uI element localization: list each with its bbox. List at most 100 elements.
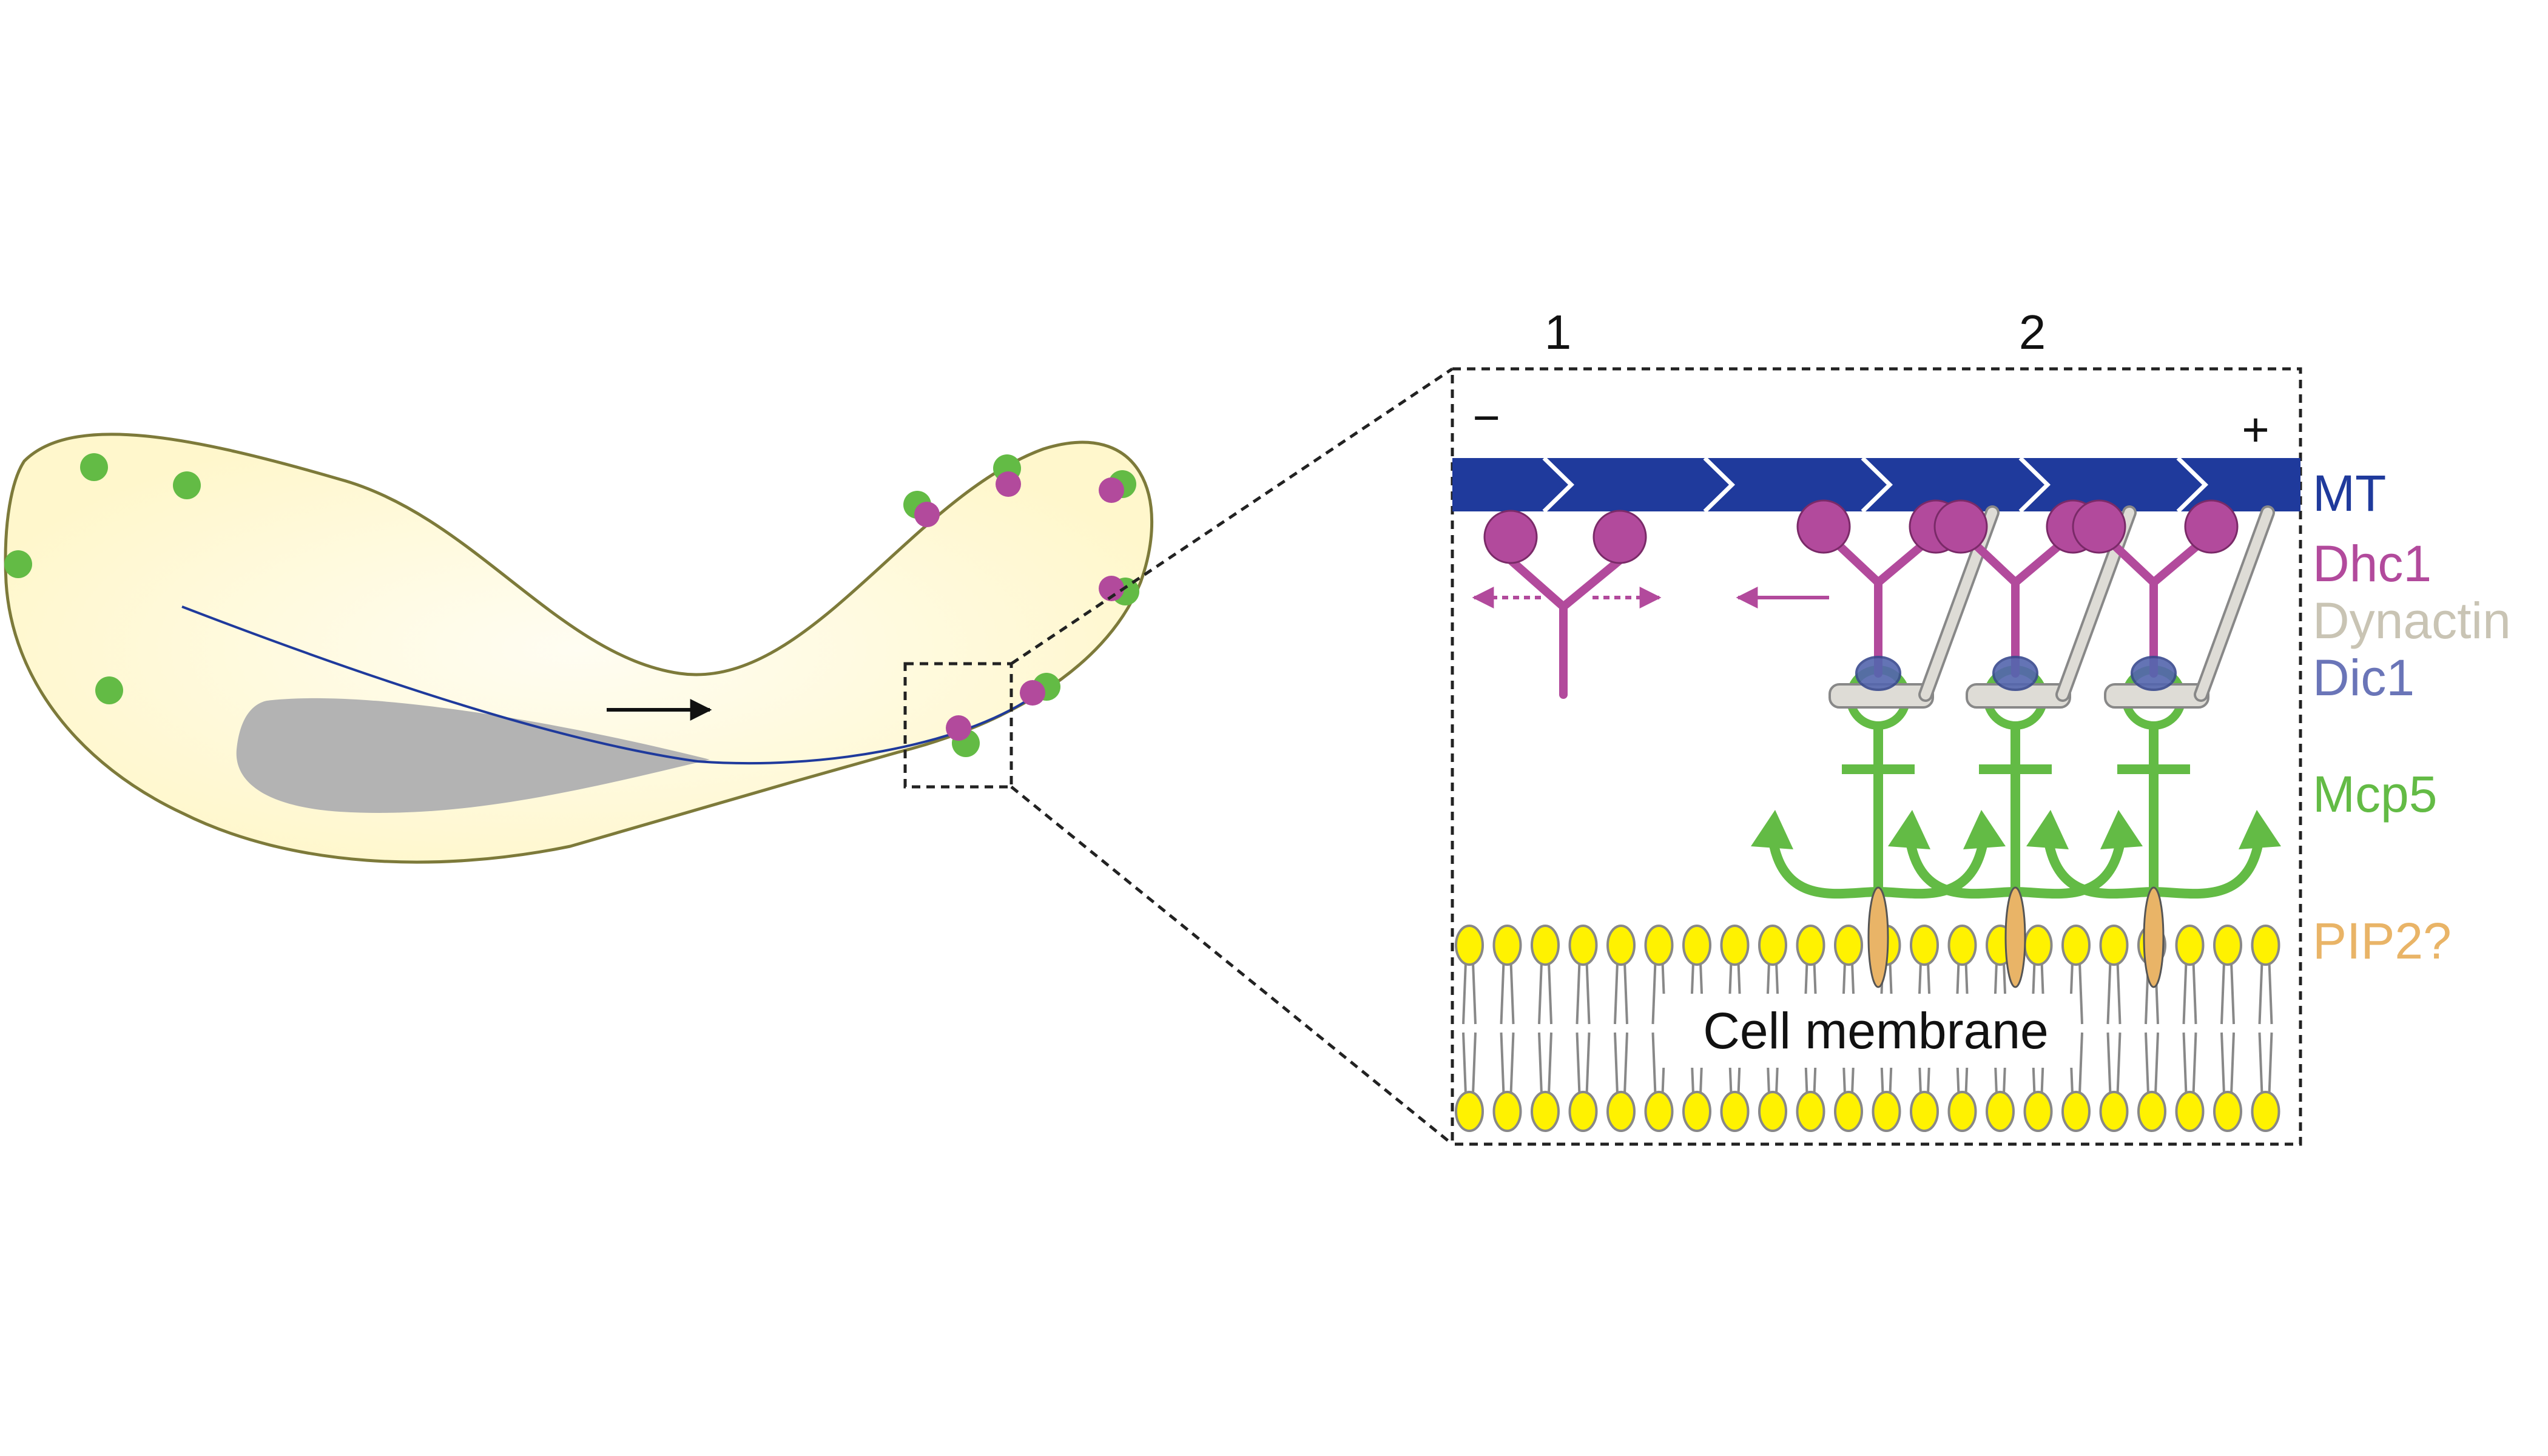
lipid-tail	[2192, 1032, 2197, 1095]
plus-end-label: +	[2242, 403, 2270, 456]
lipid-head	[1455, 925, 1484, 966]
cell-body	[4, 433, 1153, 864]
lipid-head	[1568, 925, 1598, 966]
dhc1-dots	[914, 471, 1124, 741]
lipid-head	[1910, 1091, 1939, 1132]
lipid-head	[1682, 925, 1711, 966]
legend-pip2: PIP2?	[2313, 912, 2452, 969]
dhc1-head-left	[1796, 499, 1851, 554]
dhc1-head-left	[1933, 499, 1988, 554]
lipid-tail	[1623, 1032, 1628, 1095]
lipid-tail	[1623, 962, 1628, 1025]
lipid-head	[1947, 925, 1977, 966]
lipid-head	[2061, 1091, 2091, 1132]
lipid-head	[1758, 925, 1787, 966]
lipid-head	[1568, 1091, 1598, 1132]
lipid-head	[1796, 1091, 1825, 1132]
lipid-tail	[1462, 1032, 1467, 1095]
lipid-head	[1492, 1091, 1522, 1132]
lipid-tail	[1585, 962, 1591, 1025]
dic1-subunit	[1992, 656, 2038, 691]
zoom-line-bottom	[1010, 786, 1454, 1145]
lipid-tail	[1462, 962, 1467, 1025]
lipid-tail	[2230, 1032, 2235, 1095]
nucleus	[236, 698, 710, 813]
lipid-head	[2023, 1091, 2053, 1132]
lipid-head	[1720, 1091, 1750, 1132]
lipid-tail	[1538, 962, 1543, 1025]
pip2-lipid	[2143, 886, 2165, 988]
lipid-tail	[2116, 1032, 2122, 1095]
lipid-head	[1986, 1091, 2015, 1132]
lipid-head	[1796, 925, 1825, 966]
microtubule-line	[181, 605, 1033, 765]
lipid-tail	[2258, 1032, 2263, 1095]
lipid-head	[2061, 925, 2091, 966]
lipid-head	[2099, 925, 2129, 966]
zoom-line-top	[1010, 367, 1454, 666]
legend: MT Dhc1 Dynactin Dic1 Mcp5 PIP2?	[2313, 465, 2511, 969]
lipid-tail	[2258, 962, 2263, 1025]
lipid-head	[2213, 925, 2242, 966]
legend-mt: MT	[2313, 465, 2386, 522]
lipid-head	[1834, 1091, 1863, 1132]
anchored-complex	[2026, 499, 2281, 988]
lipid-tail	[2182, 962, 2188, 1025]
lipid-tail	[1614, 962, 1619, 1025]
mcp5-arrowhead-right	[2100, 810, 2143, 849]
mcp5-arrowhead-left	[1751, 810, 1793, 849]
lipid-head	[1682, 1091, 1711, 1132]
lipid-head	[1947, 1091, 1977, 1132]
microtubule-chevrons	[1542, 456, 2209, 513]
lipid-tail	[2192, 962, 2197, 1025]
lipid-head	[1834, 925, 1863, 966]
lipid-tail	[1614, 1032, 1619, 1095]
lipid-tail	[2220, 1032, 2225, 1095]
lipid-head	[1455, 1091, 1484, 1132]
membrane-label-bg	[1657, 994, 2077, 1068]
free-dhc1-head-left	[1483, 510, 1538, 564]
lipid-head	[1720, 925, 1750, 966]
lipid-tail	[2268, 962, 2273, 1025]
lipid-head	[2251, 925, 2280, 966]
lipid-head	[2023, 925, 2053, 966]
mcp5-arrowhead-left	[2026, 810, 2069, 849]
lipid-tail	[2106, 1032, 2112, 1095]
minus-end-label: −	[1472, 391, 1500, 444]
lipid-tail	[2230, 962, 2235, 1025]
zoom-panel: 1 2 − +	[1451, 305, 2302, 1146]
lipid-tail	[1509, 962, 1515, 1025]
lipid-head	[1644, 1091, 1674, 1132]
lipid-head	[2251, 1091, 2280, 1132]
dic1-subunit	[2131, 656, 2177, 691]
lipid-tail	[2182, 1032, 2188, 1095]
lipid-tail	[1500, 962, 1505, 1025]
mcp5-arrowhead-right	[1963, 810, 2006, 849]
anchored-dynein-complexes	[1751, 499, 2281, 988]
step-label-2: 2	[2019, 305, 2046, 359]
lipid-head	[2175, 925, 2205, 966]
lipid-tail	[2145, 1032, 2149, 1095]
dhc1-head-right	[2184, 499, 2239, 554]
lipid-tail	[1548, 1032, 1552, 1095]
mcp5-arrowhead-right	[2239, 810, 2281, 849]
lipid-head	[2175, 1091, 2205, 1132]
lipid-tail	[1576, 962, 1581, 1025]
legend-mcp5: Mcp5	[2313, 766, 2437, 823]
lipid-head	[1531, 925, 1560, 966]
zoom-region-box	[903, 662, 1013, 789]
lipid-tail	[2268, 1032, 2273, 1095]
lipid-head	[1492, 925, 1522, 966]
cell-membrane	[1455, 925, 2280, 1132]
mcp5-arrowhead-left	[1888, 810, 1930, 849]
lipid-tail	[1651, 962, 1657, 1025]
lipid-head	[1910, 925, 1939, 966]
legend-dhc1: Dhc1	[2313, 535, 2432, 592]
legend-dynactin: Dynactin	[2313, 592, 2511, 649]
lipid-tail	[1500, 1032, 1505, 1095]
dhc1-head-left	[2072, 499, 2126, 554]
lipid-tail	[1509, 1032, 1515, 1095]
lipid-tail	[2078, 962, 2083, 1025]
lipid-tail	[1585, 1032, 1591, 1095]
